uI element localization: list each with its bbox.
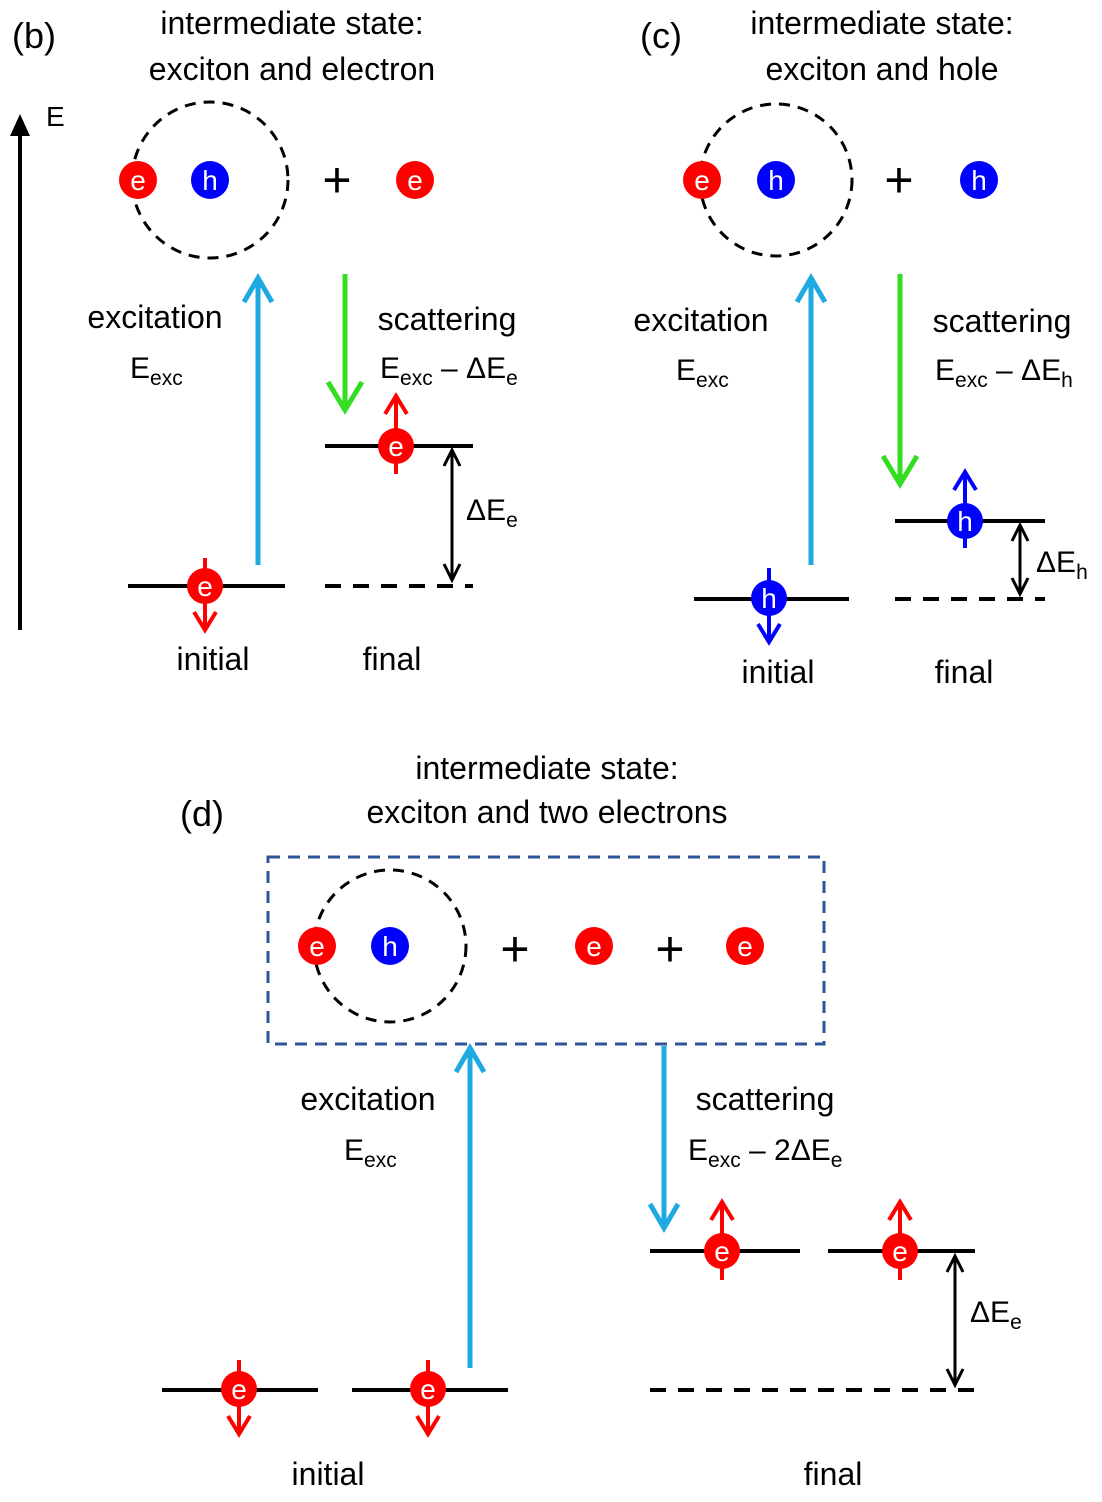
scattering-label: scattering bbox=[378, 301, 517, 337]
initial-electron-spin-down: e bbox=[221, 1360, 257, 1438]
hole-particle: h bbox=[757, 161, 795, 199]
final-electron-spin-up: e bbox=[704, 1198, 740, 1280]
delta-energy-arrow bbox=[1010, 521, 1030, 598]
intermediate-state-frame bbox=[266, 855, 826, 1046]
initial-label: initial bbox=[177, 641, 250, 677]
svg-text:e: e bbox=[130, 165, 146, 196]
svg-text:e: e bbox=[737, 931, 753, 962]
svg-text:h: h bbox=[382, 931, 398, 962]
excitation-label: excitation bbox=[300, 1081, 435, 1117]
panel-b-title-line2: exciton and electron bbox=[149, 51, 435, 87]
scattering-label: scattering bbox=[933, 303, 1072, 339]
excitation-arrow bbox=[453, 1043, 487, 1368]
panel-b-label: (b) bbox=[12, 15, 56, 56]
svg-text:e: e bbox=[714, 1236, 730, 1267]
initial-electron-spin-down: e bbox=[187, 558, 223, 634]
excitation-energy: Eexc bbox=[130, 352, 183, 390]
scattering-energy: Eexc – 2ΔEe bbox=[688, 1134, 842, 1172]
electron-particle: e bbox=[119, 161, 157, 199]
panel-b: (b) intermediate state: exciton and elec… bbox=[10, 5, 518, 677]
electron-particle: e bbox=[396, 161, 434, 199]
hole-particle: h bbox=[191, 161, 229, 199]
scattering-arrow bbox=[880, 274, 920, 489]
svg-text:e: e bbox=[197, 571, 213, 602]
plus-sign: + bbox=[322, 152, 351, 208]
svg-text:e: e bbox=[586, 931, 602, 962]
svg-text:e: e bbox=[694, 165, 710, 196]
delta-energy-arrow bbox=[945, 1252, 965, 1389]
hole-particle: h bbox=[960, 161, 998, 199]
final-electron-spin-up: e bbox=[882, 1198, 918, 1280]
panel-b-title-line1: intermediate state: bbox=[160, 5, 423, 41]
panel-c-label: (c) bbox=[640, 15, 682, 56]
excitation-label: excitation bbox=[87, 299, 222, 335]
panel-d-label: (d) bbox=[180, 793, 224, 834]
svg-text:e: e bbox=[407, 165, 423, 196]
final-label: final bbox=[804, 1456, 863, 1492]
electron-particle: e bbox=[575, 927, 613, 965]
panel-c-title-line2: exciton and hole bbox=[765, 51, 998, 87]
final-hole-spin-up: h bbox=[947, 468, 983, 548]
svg-text:e: e bbox=[388, 431, 404, 462]
final-label: final bbox=[363, 641, 422, 677]
plus-sign: + bbox=[500, 921, 529, 977]
delta-energy-arrow bbox=[442, 446, 462, 584]
svg-text:e: e bbox=[892, 1236, 908, 1267]
electron-particle: e bbox=[683, 161, 721, 199]
panel-d: intermediate state: exciton and two elec… bbox=[162, 750, 1022, 1492]
svg-text:e: e bbox=[309, 931, 325, 962]
final-electron-spin-up: e bbox=[378, 392, 414, 474]
initial-electron-spin-down: e bbox=[410, 1360, 446, 1438]
excitation-arrow bbox=[241, 273, 275, 565]
svg-text:h: h bbox=[761, 583, 777, 614]
energy-axis-label: E bbox=[46, 101, 65, 132]
svg-text:e: e bbox=[420, 1374, 436, 1405]
initial-label: initial bbox=[292, 1456, 365, 1492]
plus-sign: + bbox=[655, 921, 684, 977]
electron-particle: e bbox=[726, 927, 764, 965]
excitation-energy: Eexc bbox=[676, 354, 729, 392]
final-label: final bbox=[935, 654, 994, 690]
panel-d-title-line1: intermediate state: bbox=[415, 750, 678, 786]
excitation-arrow bbox=[794, 273, 828, 565]
scattering-arrow bbox=[325, 274, 365, 415]
scattering-arrow bbox=[647, 1046, 681, 1233]
plus-sign: + bbox=[884, 152, 913, 208]
scattering-energy: Eexc – ΔEe bbox=[380, 352, 518, 390]
svg-text:h: h bbox=[971, 165, 987, 196]
initial-label: initial bbox=[742, 654, 815, 690]
delta-energy-label: ΔEe bbox=[466, 494, 518, 532]
initial-hole-spin-down: h bbox=[751, 568, 787, 646]
energy-axis: E bbox=[10, 101, 65, 630]
svg-text:h: h bbox=[202, 165, 218, 196]
panel-c-title-line1: intermediate state: bbox=[750, 5, 1013, 41]
svg-text:h: h bbox=[957, 506, 973, 537]
scattering-label: scattering bbox=[696, 1081, 835, 1117]
svg-text:e: e bbox=[231, 1374, 247, 1405]
excitation-label: excitation bbox=[633, 302, 768, 338]
excitation-energy: Eexc bbox=[344, 1134, 397, 1172]
delta-energy-label: ΔEh bbox=[1036, 546, 1088, 584]
electron-particle: e bbox=[298, 927, 336, 965]
delta-energy-label: ΔEe bbox=[970, 1296, 1022, 1334]
hole-particle: h bbox=[371, 927, 409, 965]
panel-d-title-line2: exciton and two electrons bbox=[366, 794, 727, 830]
exciton-circle bbox=[130, 100, 290, 260]
panel-c: (c) intermediate state: exciton and hole… bbox=[633, 5, 1087, 690]
scattering-energy: Eexc – ΔEh bbox=[935, 354, 1073, 392]
svg-text:h: h bbox=[768, 165, 784, 196]
